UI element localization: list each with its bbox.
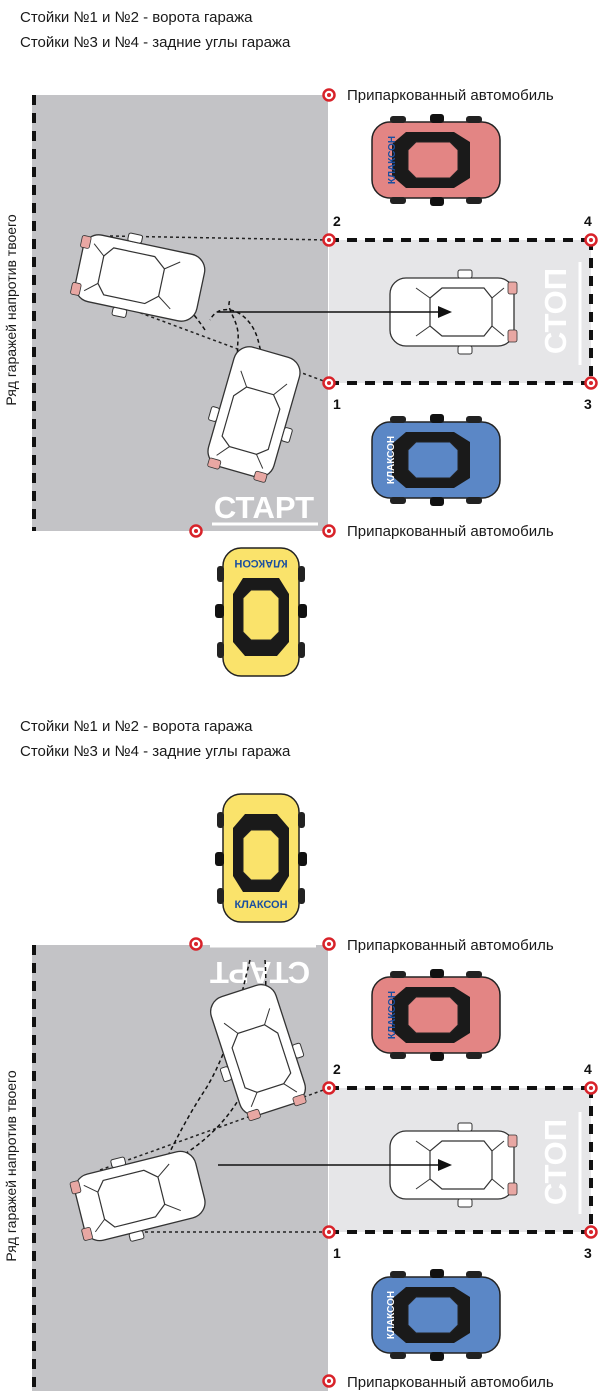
post-marker xyxy=(189,524,203,538)
scheme-top: Стойки №1 и №2 - ворота гаража Стойки №3… xyxy=(3,9,598,677)
post-4 xyxy=(584,1081,598,1095)
post-3 xyxy=(584,376,598,390)
post-4 xyxy=(584,233,598,247)
post-marker xyxy=(322,1374,336,1388)
car-logo-text: КЛАКСОН xyxy=(386,1291,397,1339)
car-logo-text: КЛАКСОН xyxy=(386,436,397,484)
side-label: Ряд гаражей напротив твоего xyxy=(3,1070,19,1262)
post-3-number: 3 xyxy=(584,1245,592,1261)
post-2 xyxy=(322,1081,336,1095)
parked-car-label-bottom: Припаркованный автомобиль xyxy=(347,1374,554,1391)
stop-sign-text: СТОП xyxy=(538,1119,573,1205)
guide-line-post-2 xyxy=(99,1087,330,1171)
post-marker xyxy=(322,524,336,538)
post-marker xyxy=(322,937,336,951)
post-4-number: 4 xyxy=(584,213,592,229)
post-1-number: 1 xyxy=(333,1245,341,1261)
entry-arrow-head xyxy=(438,1159,452,1171)
trajectory-path-2 xyxy=(209,309,268,469)
guide-line-post-2 xyxy=(109,235,330,241)
start-sign-text: СТАРТ xyxy=(214,490,314,525)
post-marker xyxy=(322,88,336,102)
post-2-number: 2 xyxy=(333,213,341,229)
stop-sign-text: СТОП xyxy=(538,268,573,354)
parked-car-label-bottom: Припаркованный автомобиль xyxy=(347,523,554,540)
post-1 xyxy=(322,1225,336,1239)
post-4-number: 4 xyxy=(584,1061,592,1077)
parked-car-label-top: Припаркованный автомобиль xyxy=(347,937,554,954)
caption-line-2: Стойки №3 и №4 - задние углы гаража xyxy=(20,34,291,51)
post-3 xyxy=(584,1225,598,1239)
entry-arrow-head xyxy=(438,306,452,318)
caption-line-2: Стойки №3 и №4 - задние углы гаража xyxy=(20,743,291,760)
car-logo-text: КЛАКСОН xyxy=(387,136,398,184)
caption-line-1: Стойки №1 и №2 - ворота гаража xyxy=(20,9,253,26)
post-marker xyxy=(189,937,203,951)
post-2-number: 2 xyxy=(333,1061,341,1077)
post-2 xyxy=(322,233,336,247)
car-logo-text: КЛАКСОН xyxy=(234,899,287,911)
post-1-number: 1 xyxy=(333,396,341,412)
scheme-bottom: Стойки №1 и №2 - ворота гаража Стойки №3… xyxy=(3,718,598,1391)
post-3-number: 3 xyxy=(584,396,592,412)
parked-car-label-top: Припаркованный автомобиль xyxy=(347,87,554,104)
side-label: Ряд гаражей напротив твоего xyxy=(3,214,19,406)
car-logo-text: КЛАКСОН xyxy=(387,991,398,1039)
caption-line-1: Стойки №1 и №2 - ворота гаража xyxy=(20,718,253,735)
post-1 xyxy=(322,376,336,390)
car-logo-text: КЛАКСОН xyxy=(234,557,287,569)
